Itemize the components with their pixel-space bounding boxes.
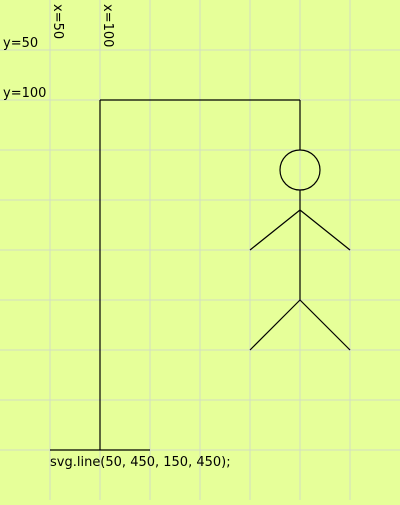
y100-label: y=100 bbox=[3, 86, 46, 101]
code-caption: svg.line(50, 450, 150, 450); bbox=[50, 455, 231, 470]
x100-label: x=100 bbox=[100, 4, 115, 47]
x50-label: x=50 bbox=[50, 4, 65, 39]
figure-right-leg-line bbox=[299, 299, 351, 351]
figure-left-arm-line bbox=[249, 209, 301, 251]
y50-label: y=50 bbox=[3, 36, 38, 51]
figure-right-arm-line bbox=[299, 209, 351, 251]
figure-left-leg-line bbox=[249, 299, 301, 351]
